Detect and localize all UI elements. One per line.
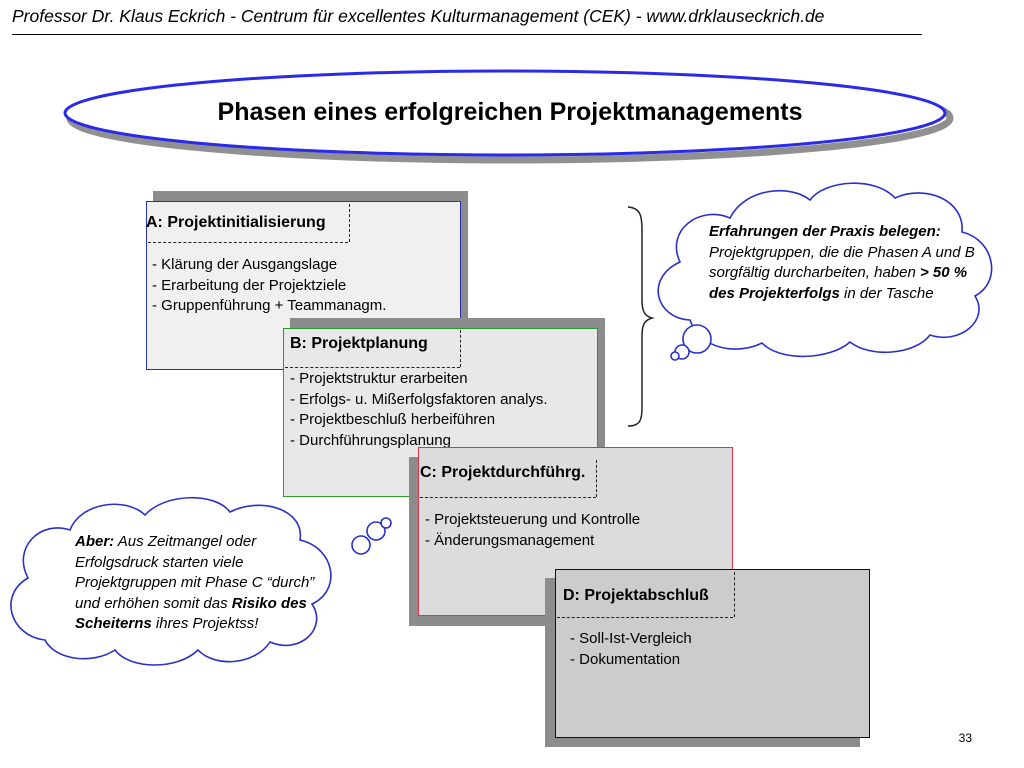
cloud-right-shape [657,182,993,361]
phase-item: - Projektbeschluß herbeiführen [290,411,496,428]
phase-item: - Änderungsmanagement [425,531,595,549]
phase-items-a: - Klärung der Ausgangslage - Erarbeitung… [152,255,386,317]
phase-title-c: C: Projektdurchführg. [420,464,586,481]
phase-item: - Erfolgs- u. Mißerfolgsfaktoren analys. [290,390,548,408]
phase-card-d [555,569,870,738]
title-ellipse [63,69,954,164]
phase-item: - Projektstruktur erarbeiten [290,370,468,387]
page-title: Phasen eines erfolgreichen Projektmanage… [217,98,803,126]
phase-c-dash-h [420,497,596,498]
phase-c-dash-v [596,460,597,497]
cloud-left-text: Aber: Aus Zeitmangel oder Erfolgsdruck s… [75,532,315,635]
phase-item: - Klärung der Ausgangslage [152,256,338,273]
phase-d-dash-h [557,617,733,618]
phase-a-dash-v [349,204,350,242]
brace [627,206,655,427]
cloud-right-text: Erfahrungen der Praxis belegen: Projektg… [709,222,979,304]
phase-items-b: - Projektstruktur erarbeiten - Erfolgs- … [290,369,548,451]
phase-item: - Erarbeitung der Projektziele [152,276,347,294]
cloud-left-body: Aus Zeitmangel oder Erfolgsdruck starten… [75,533,315,612]
phase-item: - Dokumentation [570,650,681,668]
cloud-right-lead: Erfahrungen der Praxis belegen: [709,223,941,240]
cloud-right-highlight: > 50 % des Projekterfolgs [709,264,968,302]
cloud-right-tail: in der Tasche [839,284,934,302]
phase-title-b: B: Projektplanung [290,335,428,352]
phase-b-dash-v [460,330,461,367]
header-text: Professor Dr. Klaus Eckrich - Centrum fü… [12,6,825,26]
phase-d-dash-v [734,572,735,617]
phase-item: - Durchführungsplanung [290,431,451,449]
phase-b-dash-h [285,367,460,368]
phase-items-d: - Soll-Ist-Vergleich - Dokumentation [570,629,692,670]
phase-title-a: A: Projektinitialisierung [146,214,326,231]
phase-item: - Gruppenführung + Teammanagm. [152,297,387,314]
phase-item: - Soll-Ist-Vergleich [570,630,692,647]
cloud-left-tail: ihres Projektss! [151,615,259,632]
cloud-left-shape [10,496,392,666]
phase-title-d: D: Projektabschluß [563,587,709,604]
phase-item: - Projektsteuerung und Kontrolle [425,511,641,528]
cloud-left-lead: Aber: [75,533,115,550]
page-number: 33 [958,731,972,745]
cloud-right-body: Projektgruppen, die die Phasen A und B s… [709,243,975,282]
cloud-left-highlight: Risiko des Scheiterns [75,594,307,633]
phase-a-dash-h [148,242,348,243]
header-rule [12,34,922,35]
phase-items-c: - Projektsteuerung und Kontrolle - Änder… [425,510,640,551]
